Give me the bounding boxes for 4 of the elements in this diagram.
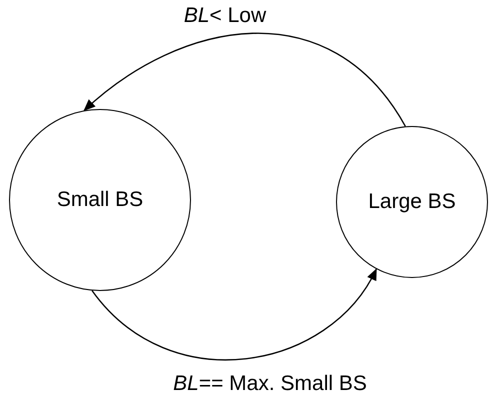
state-label: Large BS bbox=[368, 189, 456, 216]
arrow bbox=[92, 268, 377, 360]
arrow bbox=[83, 32, 406, 127]
state-label: Small BS bbox=[56, 187, 144, 214]
